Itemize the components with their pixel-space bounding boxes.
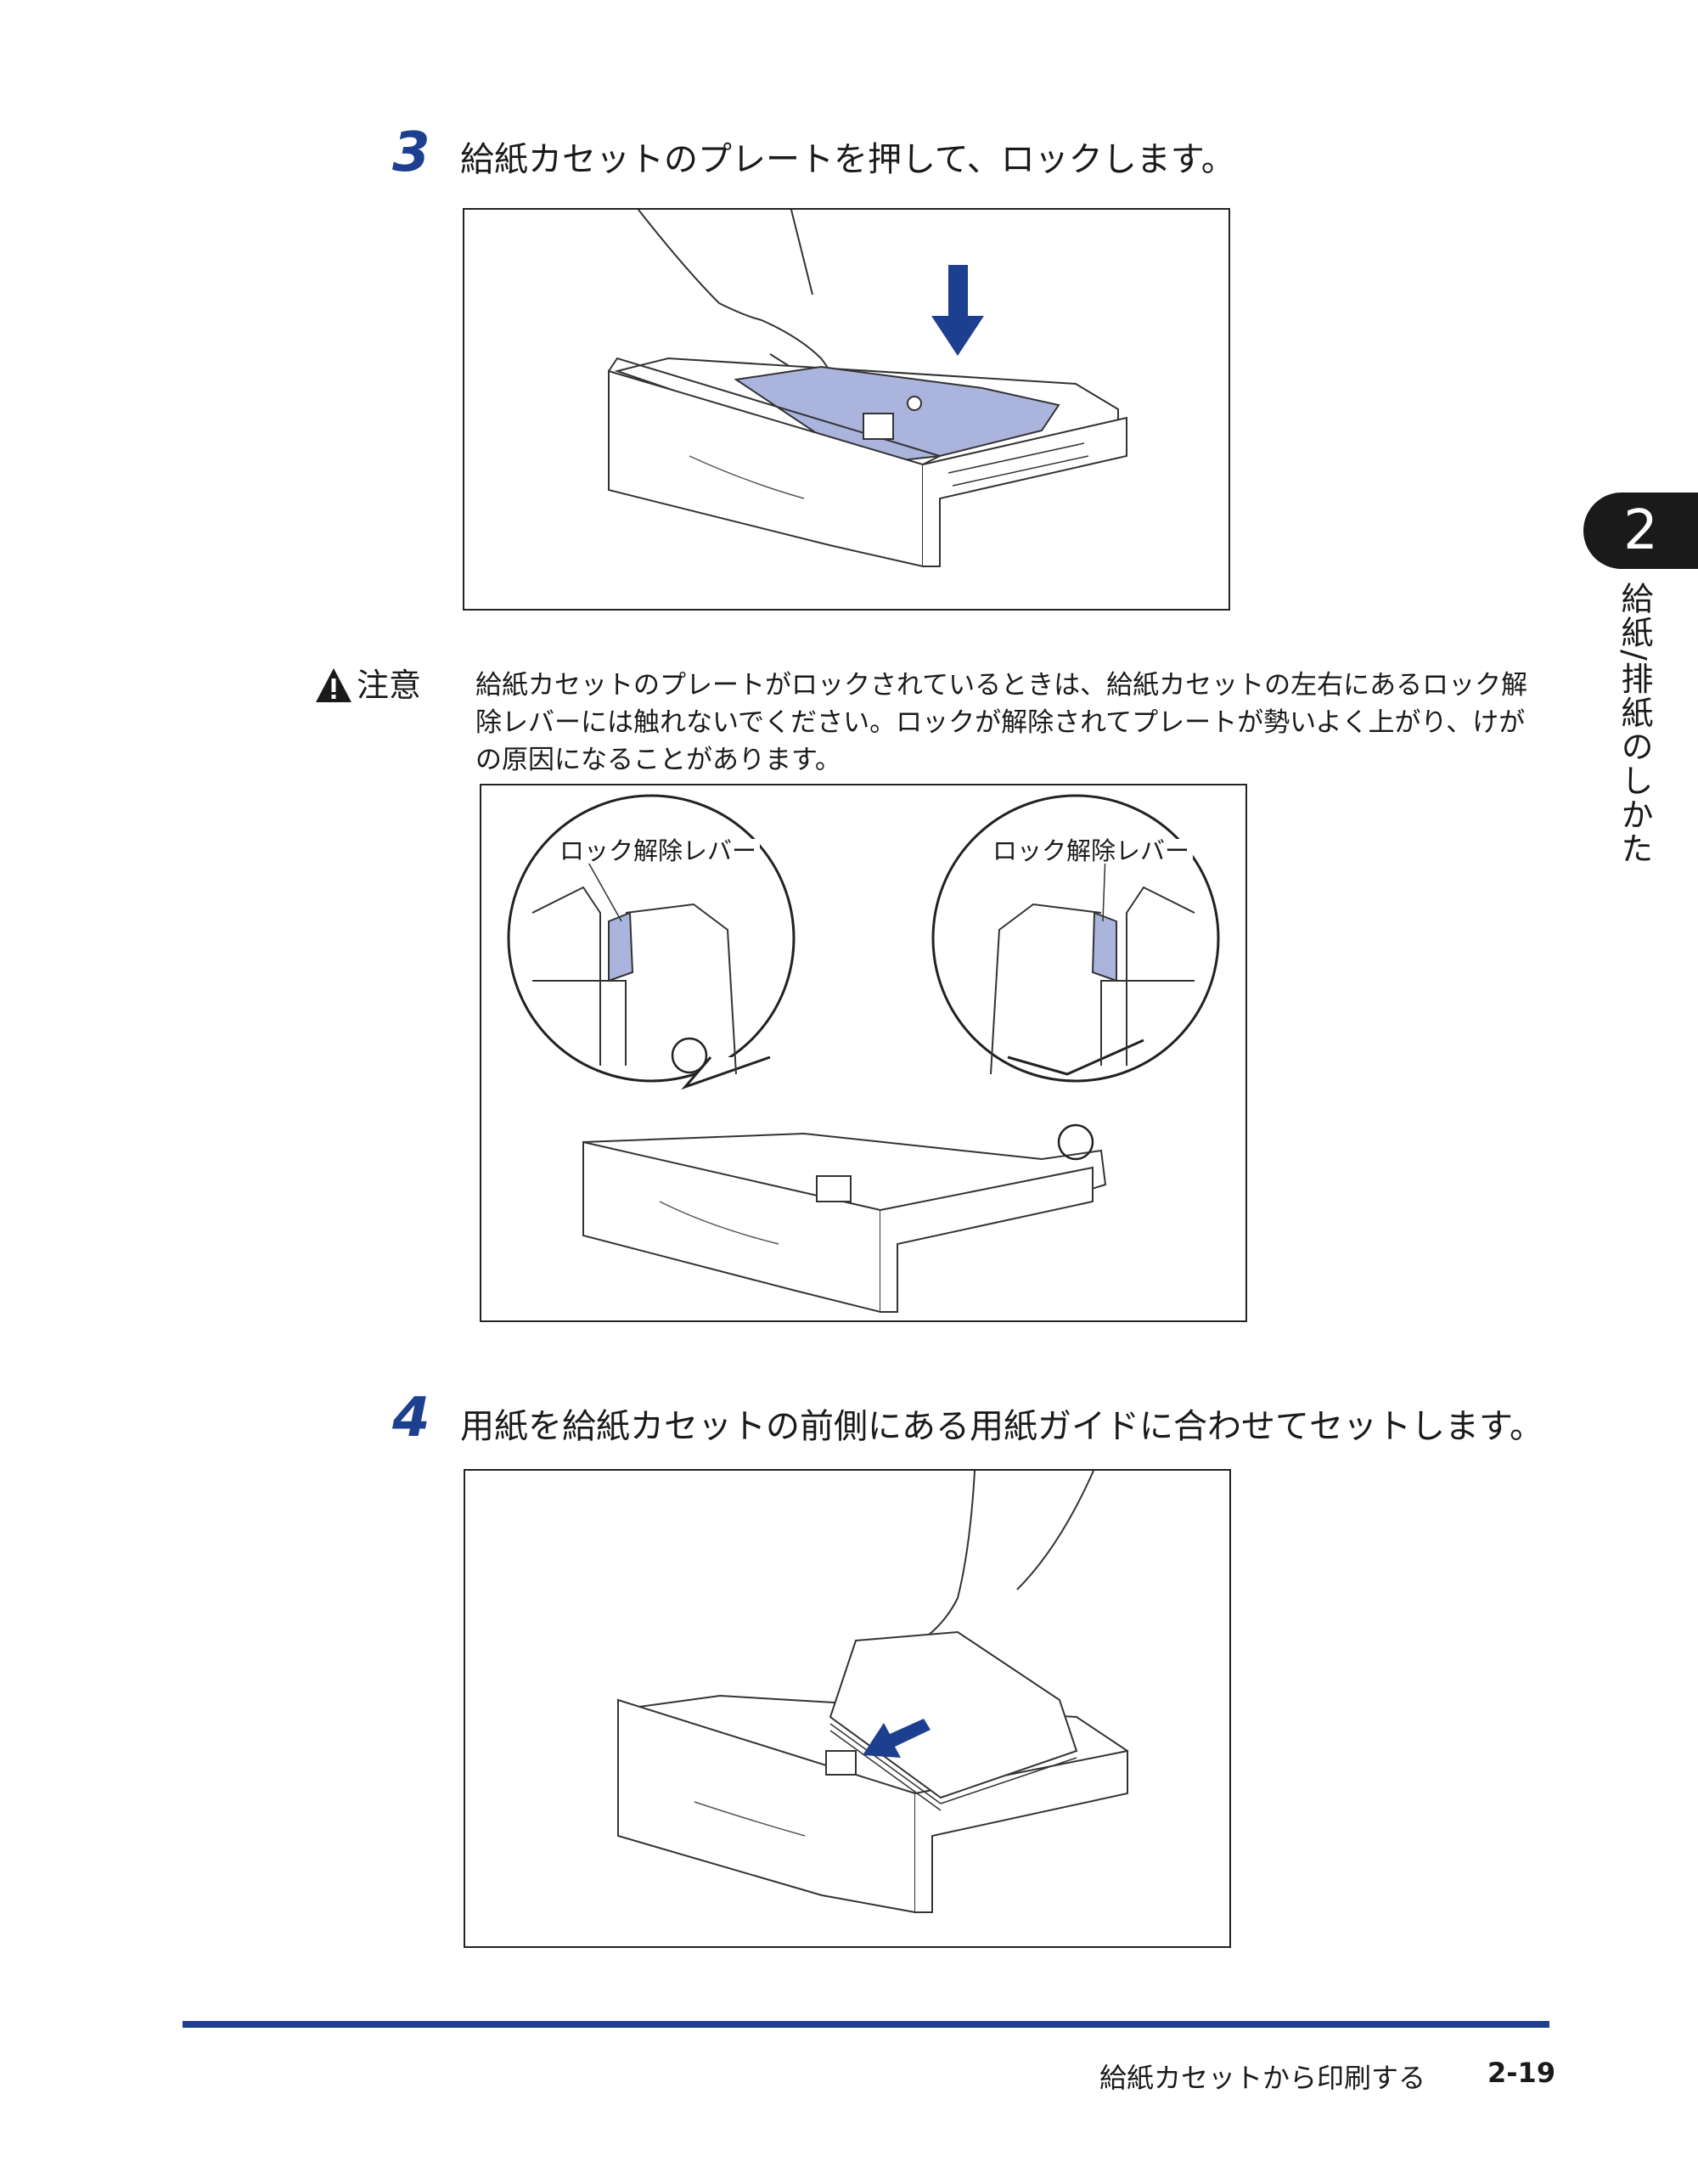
caution-line-2: 除レバーには触れないでください。ロックが解除されてプレートが勢いよく上がり、けが [475, 707, 1526, 738]
chapter-title: 給紙/排紙のしかた [1616, 582, 1653, 866]
footer-section-title: 給紙カセットから印刷する [1099, 2062, 1426, 2094]
caution-line-3: の原因になることがあります。 [475, 745, 841, 775]
chapter-tab: 2 [1583, 493, 1698, 569]
callout-right-lock-lever: ロック解除レバー [989, 839, 1194, 864]
caution-text: 給紙カセットのプレートがロックされているときは、給紙カセットの左右にあるロック解… [475, 667, 1554, 779]
footer-rule [183, 2021, 1549, 2028]
callout-left-lock-lever: ロック解除レバー [556, 839, 761, 864]
step-3-text: 給紙カセットのプレートを押して、ロックします。 [460, 140, 1235, 179]
figure-load-paper [464, 1469, 1231, 1948]
caution-icon [314, 667, 353, 704]
step-4-text: 用紙を給紙カセットの前側にある用紙ガイドに合わせてセットします。 [460, 1407, 1543, 1446]
caution-line-1: 給紙カセットのプレートがロックされているときは、給紙カセットの左右にあるロック解 [475, 670, 1528, 701]
paper-load-illustration [617, 1471, 1128, 1914]
chapter-number: 2 [1623, 499, 1658, 562]
figure-push-plate [463, 208, 1230, 611]
step-3-number: 3 [392, 121, 430, 184]
step-4-number: 4 [392, 1387, 430, 1449]
lock-lever-illustration [507, 794, 1220, 1314]
figure-lock-levers [480, 784, 1247, 1322]
caution-label: 注意 [357, 667, 422, 704]
cassette-push-illustration [608, 210, 1127, 568]
footer-page-number: 2-19 [1487, 2057, 1556, 2089]
